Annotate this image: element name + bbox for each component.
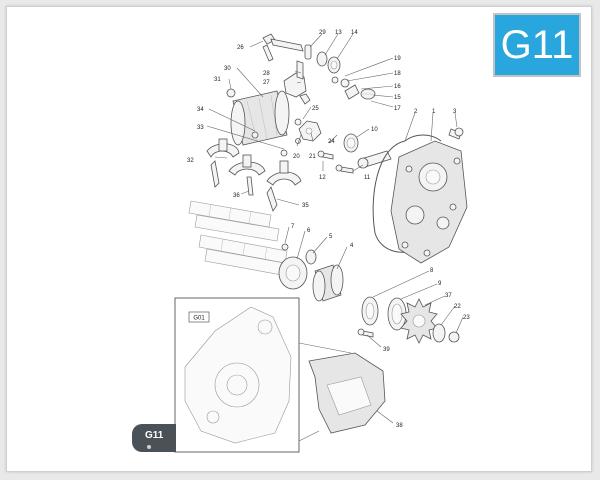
callout-15: 15 [394, 95, 401, 101]
callout-36: 36 [233, 193, 240, 199]
inset-panel: G01 [174, 297, 352, 453]
callout-38: 38 [396, 423, 403, 429]
side-cover [390, 140, 468, 264]
callout-5: 5 [329, 234, 333, 240]
callout-35: 35 [302, 203, 309, 209]
callout-23: 23 [463, 315, 470, 321]
drum-selector-bracket [283, 60, 311, 105]
selector-drum [226, 88, 290, 146]
callout-39: 39 [383, 347, 390, 353]
bolt-3 [448, 127, 464, 140]
shift-fork-35 [266, 160, 302, 212]
shift-fork-32 [206, 138, 240, 188]
water-pump-shaft [357, 150, 392, 169]
callout-10: 10 [371, 127, 378, 133]
callout-12: 12 [319, 175, 326, 181]
exploded-parts-diagram: G01 [174, 30, 470, 453]
shift-fork-36 [228, 154, 266, 196]
callout-25: 25 [312, 106, 319, 112]
page-section-label: G11 [145, 430, 164, 441]
callout-14: 14 [351, 30, 358, 36]
sprocket-cover-38 [308, 352, 386, 434]
page-dot-icon [147, 445, 151, 449]
callout-6: 6 [307, 228, 311, 234]
callout-9: 9 [438, 281, 442, 287]
section-code-badge: G11 [493, 13, 581, 77]
callout-28: 28 [263, 71, 270, 77]
callout-2: 2 [414, 109, 418, 115]
callout-7: 7 [291, 224, 295, 230]
star-plate [294, 118, 322, 142]
dowel-7 [281, 243, 289, 251]
seal-10 [343, 133, 359, 153]
bushing-13-14 [316, 51, 341, 74]
circlip-5 [305, 249, 317, 265]
callout-19: 19 [394, 56, 401, 62]
callout-20: 20 [293, 154, 300, 160]
callout-18: 18 [394, 71, 401, 77]
diagram-frame: G01 [6, 6, 592, 472]
bearing-4 [312, 264, 344, 302]
callout-30: 30 [224, 66, 231, 72]
callout-27: 27 [263, 80, 270, 86]
seal-8-9 [361, 296, 407, 331]
callout-8: 8 [430, 268, 434, 274]
callout-34: 34 [197, 107, 204, 113]
callout-24: 24 [328, 139, 335, 145]
callout-17: 17 [394, 106, 401, 112]
callout-31: 31 [214, 77, 221, 83]
page-section-tab[interactable]: G11 [132, 424, 176, 452]
washer-22-23 [432, 323, 460, 343]
callout-29: 29 [319, 30, 326, 36]
callout-16: 16 [394, 84, 401, 90]
callout-26: 26 [237, 45, 244, 51]
callout-33: 33 [197, 125, 204, 131]
shim-6 [278, 256, 308, 290]
leader-lines [206, 33, 464, 424]
callout-4: 4 [350, 243, 354, 249]
bolt-39 [357, 328, 374, 338]
spring-washer-29 [304, 44, 312, 60]
callout-22: 22 [454, 304, 461, 310]
callout-3: 3 [453, 109, 457, 115]
sprocket-37 [400, 298, 438, 344]
cover-gasket-2 [372, 134, 442, 253]
callout-labels: 1 2 3 4 5 6 7 8 9 10 11 12 13 14 15 16 1… [187, 30, 470, 429]
callout-21: 21 [309, 154, 316, 160]
gearbox-shafts [188, 200, 296, 278]
inset-code: G01 [193, 316, 205, 322]
spring-assembly-15-19 [331, 76, 376, 100]
callout-37: 37 [445, 293, 452, 299]
callout-11: 11 [364, 175, 371, 181]
callout-1: 1 [432, 109, 436, 115]
bolts-11-12 [317, 150, 354, 174]
selector-shaft [262, 33, 304, 62]
callout-13: 13 [335, 30, 342, 36]
callout-32: 32 [187, 158, 194, 164]
